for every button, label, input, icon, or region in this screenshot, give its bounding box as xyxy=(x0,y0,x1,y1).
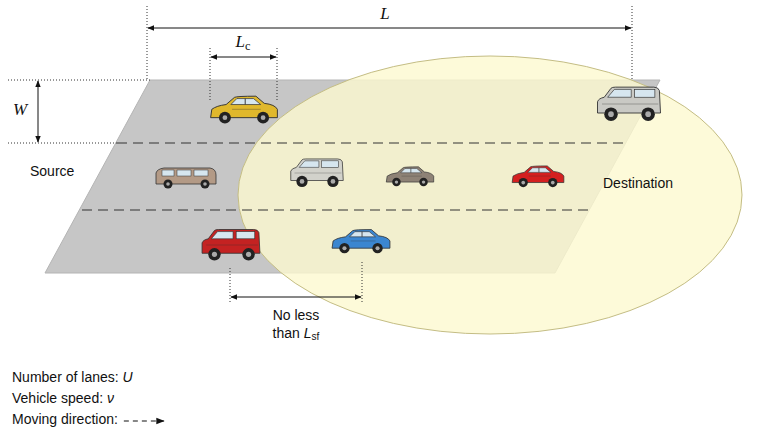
vehicle-icon xyxy=(156,168,216,189)
extension-line xyxy=(8,143,117,144)
region-label: Destination xyxy=(603,175,673,192)
dimension-label: W xyxy=(13,99,27,120)
vehicle-icon xyxy=(291,159,344,187)
extension-line xyxy=(277,48,278,100)
extension-line xyxy=(632,6,633,80)
text-run: Lsf xyxy=(304,324,320,340)
text-run: L xyxy=(380,4,389,23)
variable-symbol: W xyxy=(13,100,27,119)
text-run: Number xyxy=(12,369,66,385)
dimension-arrow xyxy=(38,81,39,142)
text-run: U xyxy=(123,369,133,385)
text-run: Source xyxy=(30,163,74,179)
dimension-arrow xyxy=(211,57,276,58)
text-run: Destination xyxy=(603,175,673,191)
region-label: Source xyxy=(30,163,74,180)
text-run: No xyxy=(273,307,295,323)
text-run: ν xyxy=(107,390,114,406)
direction-arrow xyxy=(124,420,164,421)
vehicle-icon xyxy=(598,87,661,121)
extension-line xyxy=(147,6,148,80)
text-run: Moving xyxy=(12,411,61,427)
variable-symbol: ν xyxy=(107,390,114,406)
extension-line xyxy=(230,268,231,303)
text-run: W xyxy=(13,100,27,119)
dimension-label: Lc xyxy=(236,31,251,52)
legend-note: Number of lanes: U xyxy=(12,369,133,387)
variable-symbol: L xyxy=(380,4,389,23)
vehicle-icon xyxy=(386,167,433,186)
dimension-label: L xyxy=(380,3,389,24)
dimension-arrow xyxy=(231,297,361,298)
text-run: lanes: xyxy=(81,369,122,385)
vehicle-icon xyxy=(202,230,260,261)
extension-line xyxy=(362,262,363,303)
dimension-arrow xyxy=(148,28,631,29)
vehicle-icon xyxy=(211,96,278,123)
range-ellipse xyxy=(238,56,742,334)
text-run: direction: xyxy=(61,411,118,427)
variable-symbol: L xyxy=(304,324,312,340)
lane-divider xyxy=(117,143,627,144)
text-run: of xyxy=(66,369,82,385)
text-run: less xyxy=(294,307,319,323)
text-run: than xyxy=(273,324,304,340)
extension-line xyxy=(210,48,211,100)
subscript: sf xyxy=(312,331,320,342)
shape-outline xyxy=(237,55,743,335)
destination-region: Destination xyxy=(237,55,743,335)
vehicle-icon xyxy=(332,230,390,254)
distance-note: No less than Lsf xyxy=(260,307,332,342)
legend-note: Vehicle speed: ν xyxy=(12,390,114,408)
text-run: Lc xyxy=(236,32,251,51)
variable-symbol: U xyxy=(123,369,133,385)
text-run: Vehicle xyxy=(12,390,61,406)
subscript: c xyxy=(245,39,250,53)
lane-divider xyxy=(82,210,592,211)
legend-note: Moving direction: xyxy=(12,411,118,429)
text-run: speed: xyxy=(61,390,107,406)
vehicle-icon xyxy=(512,166,564,187)
variable-symbol: L xyxy=(236,32,245,51)
extension-line xyxy=(8,80,150,81)
